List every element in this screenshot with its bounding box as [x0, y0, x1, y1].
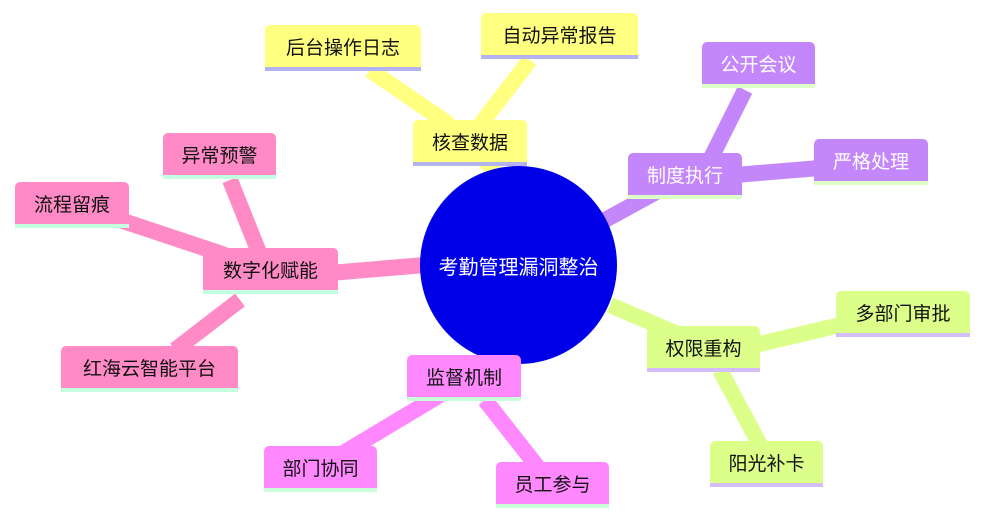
- leaf-dept-collab[interactable]: 部门协同: [264, 446, 377, 492]
- leaf-process-trace[interactable]: 流程留痕: [15, 182, 129, 228]
- leaf-open-clock-in[interactable]: 阳光补卡: [710, 441, 823, 487]
- branch-digital-empowerment[interactable]: 数字化赋能: [203, 248, 338, 294]
- branch-permission-rebuild[interactable]: 权限重构: [647, 326, 760, 372]
- branch-verify-data[interactable]: 核查数据: [413, 120, 527, 166]
- leaf-anomaly-alert[interactable]: 异常预警: [163, 133, 276, 179]
- leaf-public-meeting[interactable]: 公开会议: [702, 42, 815, 88]
- leaf-staff-participation[interactable]: 员工参与: [496, 462, 609, 508]
- central-topic[interactable]: 考勤管理漏洞整治: [420, 166, 617, 364]
- leaf-smart-platform[interactable]: 红海云智能平台: [61, 346, 238, 392]
- branch-supervision[interactable]: 监督机制: [407, 355, 521, 401]
- branch-policy-enforcement[interactable]: 制度执行: [628, 153, 742, 199]
- leaf-auto-report[interactable]: 自动异常报告: [481, 13, 638, 59]
- leaf-multi-dept-approval[interactable]: 多部门审批: [836, 291, 970, 337]
- leaf-backend-logs[interactable]: 后台操作日志: [265, 25, 421, 71]
- central-topic-label: 考勤管理漏洞整治: [438, 254, 599, 279]
- leaf-strict-handling[interactable]: 严格处理: [814, 139, 928, 185]
